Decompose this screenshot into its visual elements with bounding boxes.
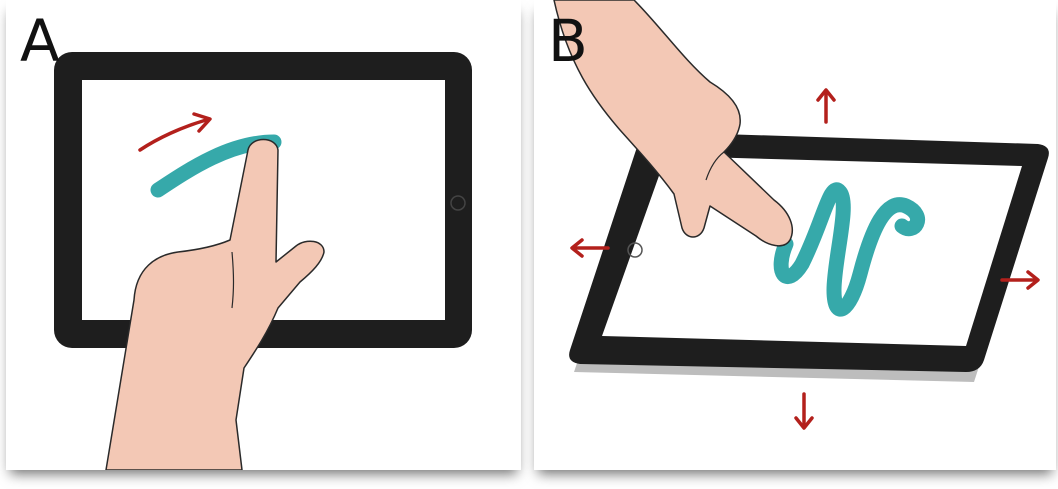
pointing-hand <box>105 138 325 470</box>
arrow-icon <box>138 112 212 152</box>
arrow-icon <box>816 88 836 124</box>
home-button-icon <box>450 195 466 211</box>
panel-b-illustration <box>553 0 1049 430</box>
drawn-stroke <box>773 182 925 317</box>
panel-label-b: B <box>548 7 588 75</box>
arrow-icon <box>570 238 610 258</box>
panel-a: A <box>6 0 521 470</box>
arrow-icon <box>1000 270 1040 290</box>
panel-b: B <box>534 0 1056 470</box>
panel-a-illustration <box>54 52 472 470</box>
pointing-hand <box>553 0 794 247</box>
home-button-icon <box>627 242 643 258</box>
panel-label-a: A <box>20 7 60 75</box>
arrow-icon <box>794 392 814 430</box>
